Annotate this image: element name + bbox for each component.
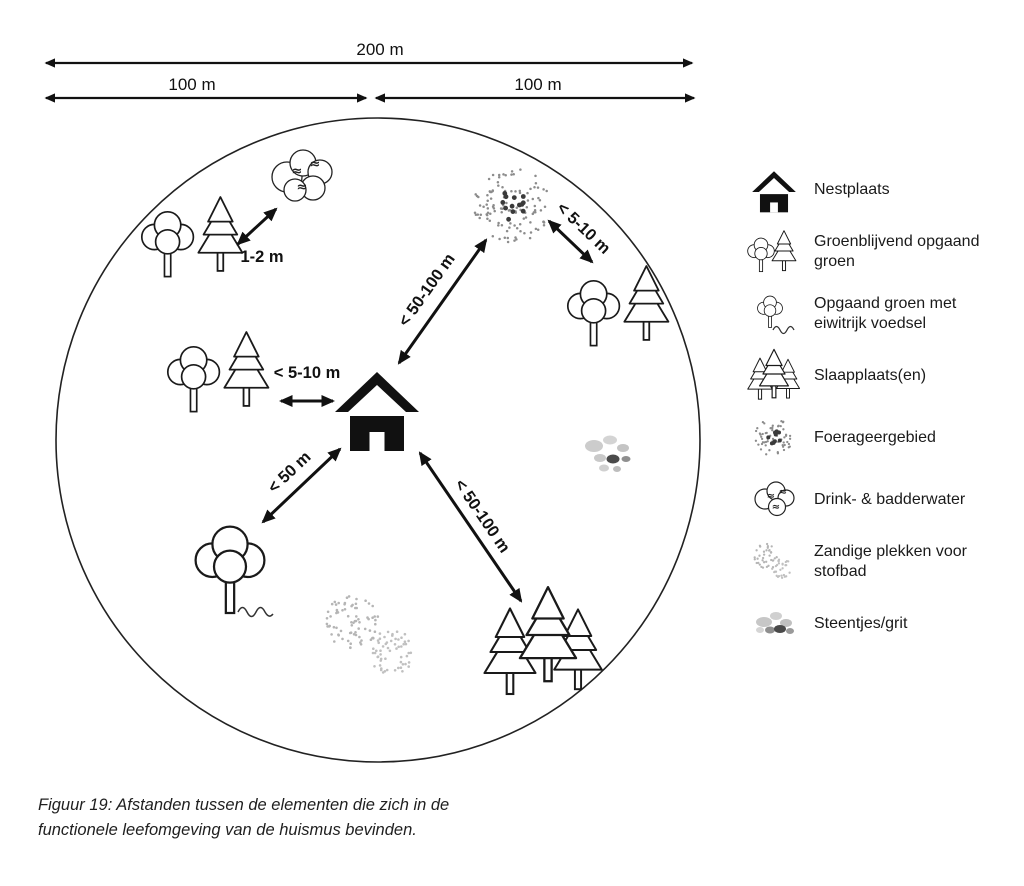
caterpillar-icon — [772, 325, 795, 335]
drinking-bathing-water-icon: ≈ ≈ ≈ — [754, 481, 795, 517]
arrow-forage-to-trees — [547, 219, 594, 264]
foraging-area-dark-dots — [500, 191, 526, 222]
sand-patches-icon — [753, 542, 791, 579]
grit-stones-icon — [756, 612, 794, 634]
legend-label: Nestplaats — [814, 181, 890, 198]
water-wave-glyph: ≈ — [292, 164, 303, 179]
legend-label: Slaapplaats(en) — [814, 367, 927, 384]
scale-label-100m-right: 100 m — [514, 75, 561, 94]
legend-label: Groenblijvend opgaand groen — [814, 233, 980, 270]
arrow-nest-to-roost — [418, 451, 523, 603]
foraging-area-icon — [473, 168, 548, 244]
scale-label-200m: 200 m — [356, 40, 403, 59]
legend-label: Zandige plekken voor stofbad — [814, 543, 967, 580]
arrow-water-to-trees — [236, 207, 278, 246]
water-wave-glyph: ≈ — [310, 157, 321, 172]
legend-item-nestplaats: Nestplaats — [746, 159, 1012, 221]
legend-label: Steentjes/grit — [814, 615, 908, 632]
grit-stones-icon — [585, 435, 631, 472]
legend-item-steentjes: Steentjes/grit — [746, 593, 1012, 655]
arrow-nest-to-food-tree — [261, 447, 342, 524]
protein-food-tree-icon — [757, 295, 795, 335]
legend: Nestplaats Groenblijvend opgaand groen O… — [746, 159, 1012, 655]
sand-patch-icon — [371, 630, 413, 674]
water-wave-glyph: ≈ — [297, 180, 308, 195]
water-wave-glyph: ≈ — [772, 502, 780, 513]
legend-label: Opgaand groen met eiwitrijk voedsel — [814, 295, 957, 332]
water-wave-glyph: ≈ — [779, 487, 787, 498]
sand-patch-icon — [325, 595, 380, 650]
water-cloud-icon: ≈ ≈ ≈ — [271, 149, 333, 202]
scale-bar-100m-right: 100 m — [374, 75, 696, 103]
legend-item-badderwater: ≈ ≈ ≈ Drink- & badderwater — [746, 469, 1012, 531]
legend-item-foerageergebied: Foerageergebied — [746, 407, 1012, 469]
caterpillar-icon — [237, 606, 274, 618]
scale-bar-200m: 200 m — [44, 40, 694, 68]
evergreen-trees-icon — [747, 230, 797, 273]
legend-item-eiwitrijk-voedsel: Opgaand groen met eiwitrijk voedsel — [746, 283, 1012, 345]
nest-house-icon — [752, 171, 796, 213]
roost-conifers-icon — [747, 348, 801, 400]
legend-item-groenblijvend: Groenblijvend opgaand groen — [746, 221, 1012, 283]
foraging-area-icon — [754, 420, 792, 456]
protein-food-tree — [194, 525, 274, 618]
scale-label-100m-left: 100 m — [168, 75, 215, 94]
distance-label-trees-nest: < 5-10 m — [274, 364, 341, 382]
legend-label: Foerageergebied — [814, 429, 936, 446]
legend-item-zandige-plekken: Zandige plekken voor stofbad — [746, 531, 1012, 593]
figure-caption: Figuur 19: Afstanden tussen de elementen… — [38, 796, 450, 839]
water-wave-glyph: ≈ — [767, 491, 775, 502]
legend-label: Drink- & badderwater — [814, 491, 966, 508]
scale-bar-100m-left: 100 m — [44, 75, 368, 103]
legend-item-slaapplaats: Slaapplaats(en) — [746, 345, 1012, 407]
distance-label-water-trees: 1-2 m — [240, 248, 283, 266]
arrow-nest-to-forage — [397, 238, 488, 365]
